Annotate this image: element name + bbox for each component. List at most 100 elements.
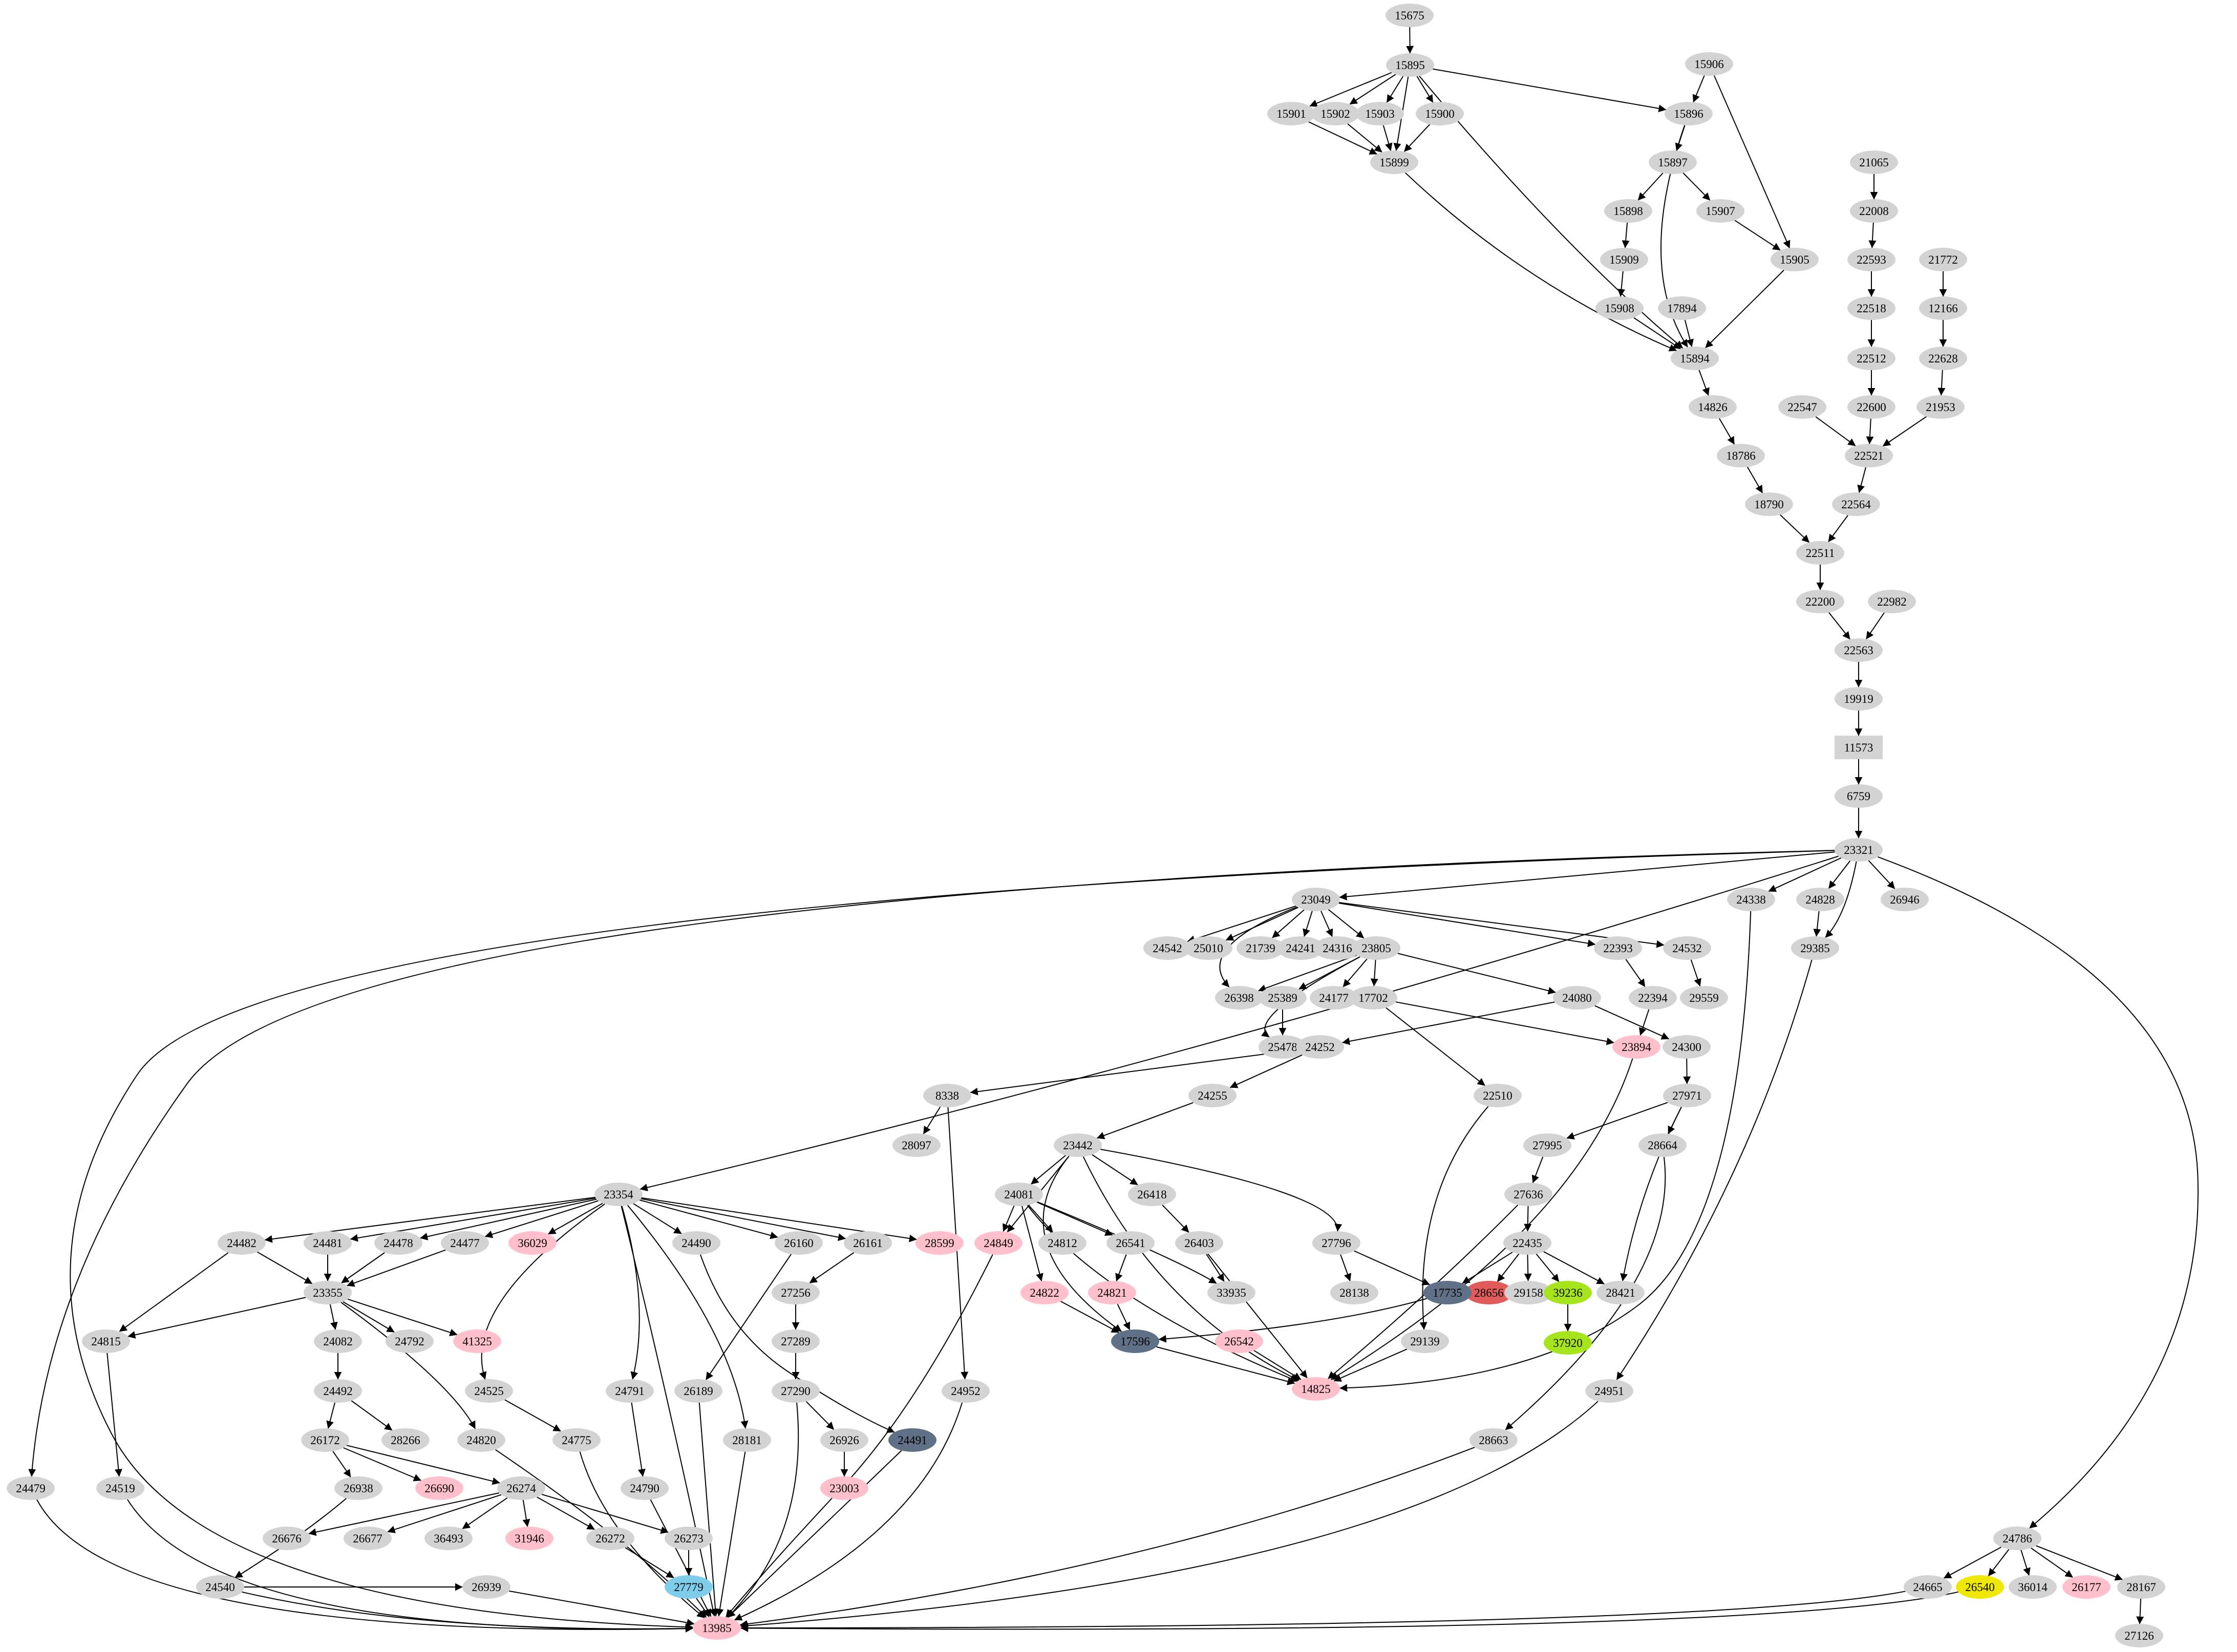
edge-24252-24255 bbox=[1229, 1054, 1303, 1088]
graph-node-28181: 28181 bbox=[723, 1428, 771, 1452]
node-ellipse-shape bbox=[1237, 936, 1285, 960]
node-label: 26938 bbox=[344, 1482, 373, 1495]
node-ellipse-shape bbox=[1847, 395, 1895, 419]
edge-26541-24821 bbox=[1115, 1254, 1127, 1282]
graph-node-28656: 28656 bbox=[1465, 1281, 1513, 1304]
graph-node-24791: 24791 bbox=[606, 1379, 654, 1403]
edge-24081-33935 bbox=[1037, 1201, 1217, 1284]
edge-15901-15899 bbox=[1308, 121, 1377, 155]
node-ellipse-shape bbox=[508, 1231, 557, 1255]
graph-node-22564: 22564 bbox=[1832, 492, 1880, 516]
edge-26160-26189 bbox=[705, 1254, 792, 1380]
node-label: 24241 bbox=[1286, 942, 1315, 955]
edge-29139-14825 bbox=[1333, 1348, 1408, 1382]
graph-node-29139: 29139 bbox=[1401, 1329, 1449, 1353]
graph-node-24775: 24775 bbox=[552, 1428, 601, 1452]
node-ellipse-shape bbox=[1188, 1084, 1237, 1107]
node-label: 23003 bbox=[829, 1482, 859, 1495]
node-label: 24951 bbox=[1594, 1385, 1624, 1398]
graph-node-26272: 26272 bbox=[586, 1527, 634, 1550]
edge-23354-26160 bbox=[639, 1199, 778, 1239]
node-label: 15896 bbox=[1674, 108, 1703, 120]
node-ellipse-shape bbox=[1778, 395, 1826, 419]
node-label: 28656 bbox=[1474, 1286, 1504, 1299]
edge-26272-27779 bbox=[625, 1547, 674, 1578]
graph-node-24252: 24252 bbox=[1296, 1035, 1344, 1059]
graph-node-24081: 24081 bbox=[995, 1183, 1043, 1206]
graph-node-33935: 33935 bbox=[1207, 1281, 1255, 1304]
node-label: 41325 bbox=[462, 1335, 492, 1348]
node-label: 17894 bbox=[1667, 302, 1697, 315]
edge-24482-24815 bbox=[119, 1252, 229, 1332]
node-label: 21953 bbox=[1926, 401, 1955, 414]
edge-15895-15896 bbox=[1433, 68, 1667, 113]
node-label: 23321 bbox=[1844, 844, 1873, 856]
edge-24338-14825 bbox=[1339, 911, 1752, 1392]
graph-node-28599: 28599 bbox=[915, 1231, 964, 1255]
node-label: 33935 bbox=[1217, 1286, 1246, 1299]
node-ellipse-shape bbox=[552, 1428, 601, 1452]
graph-node-26690: 26690 bbox=[415, 1476, 463, 1500]
node-ellipse-shape bbox=[1919, 296, 1967, 320]
graph-node-27796: 27796 bbox=[1312, 1231, 1360, 1255]
graph-node-24482: 24482 bbox=[218, 1231, 266, 1255]
node-label: 15898 bbox=[1613, 205, 1643, 218]
node-ellipse-shape bbox=[374, 1231, 422, 1255]
node-label: 24338 bbox=[1736, 893, 1766, 906]
graph-node-25010: 25010 bbox=[1184, 936, 1232, 960]
edge-27995-27636 bbox=[1531, 1156, 1544, 1184]
graph-node-6759: 6759 bbox=[1835, 784, 1883, 808]
node-ellipse-shape bbox=[672, 1231, 720, 1255]
node-ellipse-shape bbox=[1696, 199, 1744, 223]
node-ellipse-shape bbox=[1313, 936, 1361, 960]
node-ellipse-shape bbox=[1503, 1231, 1551, 1255]
node-ellipse-shape bbox=[693, 1616, 741, 1640]
node-label: 24822 bbox=[1030, 1286, 1059, 1299]
edge-24821-17596 bbox=[1117, 1303, 1131, 1331]
graph-node-22982: 22982 bbox=[1868, 590, 1916, 613]
node-ellipse-shape bbox=[314, 1379, 362, 1403]
edge-23354-24478 bbox=[420, 1198, 597, 1240]
edge-17596-14825 bbox=[1156, 1346, 1295, 1385]
graph-node-13985: 13985 bbox=[693, 1616, 741, 1640]
edge-15908-15894 bbox=[1633, 317, 1681, 350]
graph-node-29559: 29559 bbox=[1680, 986, 1728, 1010]
node-ellipse-shape bbox=[1663, 936, 1711, 960]
node-label: 26946 bbox=[1890, 893, 1920, 906]
edge-23049-25010 bbox=[1225, 907, 1298, 941]
node-label: 11573 bbox=[1844, 741, 1873, 754]
edge-15905-15894 bbox=[1705, 269, 1784, 349]
node-label: 24255 bbox=[1198, 1089, 1227, 1102]
node-label: 23894 bbox=[1622, 1041, 1651, 1054]
edge-23321-24479 bbox=[28, 850, 1835, 1477]
node-ellipse-shape bbox=[1401, 1329, 1449, 1353]
node-label: 15897 bbox=[1658, 156, 1688, 169]
node-ellipse-shape bbox=[1386, 4, 1434, 27]
node-ellipse-shape bbox=[497, 1476, 545, 1500]
node-ellipse-shape bbox=[1276, 936, 1325, 960]
node-ellipse-shape bbox=[1771, 248, 1819, 271]
node-label: 18790 bbox=[1754, 498, 1784, 511]
edge-24492-26172 bbox=[326, 1402, 336, 1429]
node-ellipse-shape bbox=[1106, 1231, 1155, 1255]
edge-23355-24082 bbox=[329, 1304, 338, 1330]
node-label: 26189 bbox=[684, 1385, 713, 1398]
edge-23049-21739 bbox=[1272, 909, 1305, 938]
edge-23321-23354 bbox=[640, 855, 1839, 1191]
node-label: 29139 bbox=[1410, 1335, 1440, 1348]
graph-node-24951: 24951 bbox=[1585, 1379, 1633, 1403]
node-label: 24477 bbox=[450, 1237, 480, 1250]
node-ellipse-shape bbox=[1665, 102, 1713, 125]
node-ellipse-shape bbox=[1847, 296, 1895, 320]
node-label: 26926 bbox=[829, 1434, 859, 1447]
node-label: 26160 bbox=[784, 1237, 814, 1250]
node-ellipse-shape bbox=[1796, 541, 1844, 565]
node-label: 22394 bbox=[1638, 992, 1668, 1004]
node-ellipse-shape bbox=[1629, 986, 1677, 1010]
node-label: 26177 bbox=[2072, 1581, 2101, 1594]
graph-node-24490: 24490 bbox=[672, 1231, 720, 1255]
graph-node-28266: 28266 bbox=[381, 1428, 430, 1452]
node-ellipse-shape bbox=[1175, 1231, 1223, 1255]
edge-27796-28138 bbox=[1340, 1254, 1352, 1282]
